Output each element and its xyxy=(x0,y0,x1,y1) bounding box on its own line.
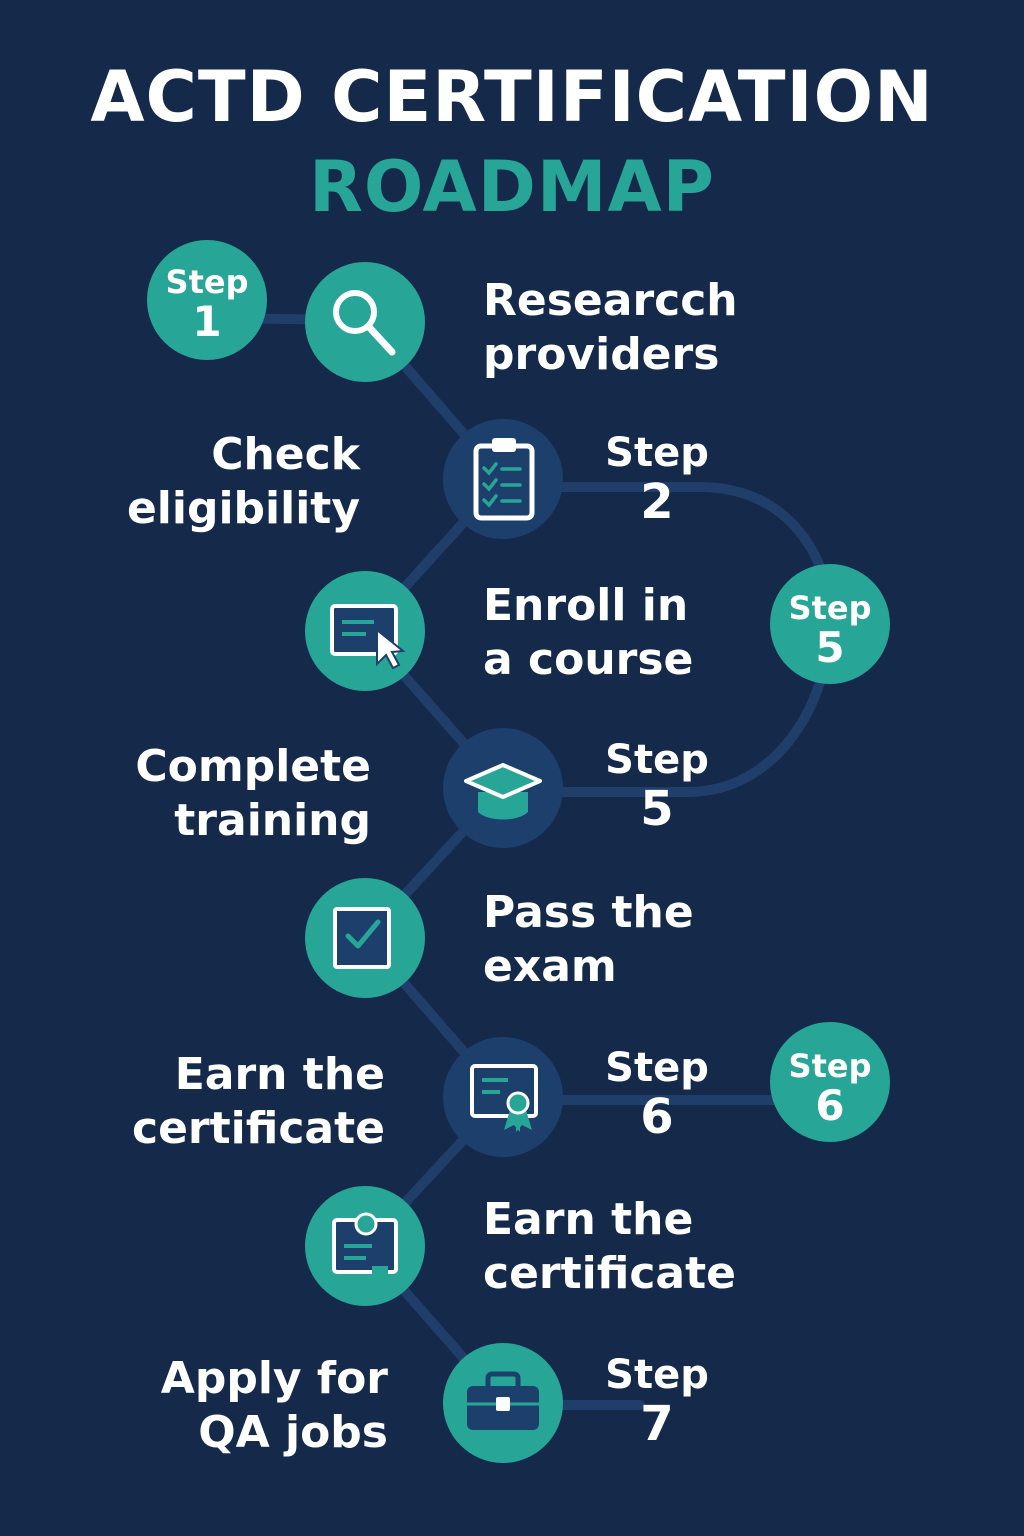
step-label-7-number: 7 xyxy=(640,1396,674,1452)
step-1-badge-text: Step 1 xyxy=(147,264,267,344)
label-pass-line-1: Pass the xyxy=(483,887,694,938)
step-5-badge xyxy=(770,564,890,684)
label-earn2-line-1: Earn the xyxy=(483,1194,694,1245)
label-research-providers: Researcch providers xyxy=(483,274,738,382)
step-6-badge xyxy=(770,1022,890,1142)
title-line-2: ROADMAP xyxy=(309,146,715,228)
label-pass-line-2: exam xyxy=(483,941,617,992)
label-apply-line-1: Apply for xyxy=(160,1353,388,1404)
step-label-5-word: Step xyxy=(605,737,709,783)
label-check-line-2: eligibility xyxy=(126,483,360,534)
label-research-line-2: providers xyxy=(483,329,720,380)
label-check-eligibility: Check eligibility xyxy=(80,428,360,536)
label-apply-qa-jobs: Apply for QA jobs xyxy=(80,1352,388,1460)
label-complete-training: Complete training xyxy=(80,740,371,848)
label-research-line-1: Researcch xyxy=(483,275,738,326)
label-enroll-line-1: Enroll in xyxy=(483,580,689,631)
label-complete-line-2: training xyxy=(174,795,371,846)
label-check-line-1: Check xyxy=(211,429,360,480)
step-label-7-word: Step xyxy=(605,1352,709,1398)
search-icon xyxy=(305,262,425,382)
step-6-badge-text: Step 6 xyxy=(770,1048,890,1128)
graduation-cap-icon xyxy=(443,728,563,848)
step-1-badge-number: 1 xyxy=(192,297,222,346)
label-complete-line-1: Complete xyxy=(135,741,371,792)
step-label-2: Step 2 xyxy=(597,430,717,528)
step-6-badge-word: Step xyxy=(788,1047,872,1085)
step-5-badge-number: 5 xyxy=(815,623,845,672)
label-enroll-course: Enroll in a course xyxy=(483,579,693,687)
label-earn1-line-2: certificate xyxy=(132,1103,385,1154)
step-label-6-word: Step xyxy=(605,1045,709,1091)
clipboard-checklist-icon xyxy=(443,419,563,539)
step-1-badge xyxy=(147,240,267,360)
step-label-2-word: Step xyxy=(605,430,709,476)
step-label-2-number: 2 xyxy=(640,474,674,530)
step-label-5-number: 5 xyxy=(640,781,674,837)
step-5-badge-word: Step xyxy=(788,589,872,627)
title-line-1: ACTD CERTIFICATION xyxy=(90,56,934,138)
label-earn1-line-1: Earn the xyxy=(174,1049,385,1100)
step-label-5: Step 5 xyxy=(597,737,717,835)
checkbox-icon xyxy=(305,878,425,998)
step-1-badge-word: Step xyxy=(165,263,249,301)
label-enroll-line-2: a course xyxy=(483,634,694,685)
label-earn-certificate-1: Earn the certificate xyxy=(80,1048,385,1156)
label-apply-line-2: QA jobs xyxy=(198,1407,388,1458)
certificate-ribbon-icon xyxy=(443,1037,563,1157)
step-5-badge-text: Step 5 xyxy=(770,590,890,670)
id-badge-icon xyxy=(305,1186,425,1306)
step-label-6: Step 6 xyxy=(597,1045,717,1143)
screen-cursor-icon xyxy=(305,571,425,691)
step-label-6-number: 6 xyxy=(640,1089,674,1145)
step-6-badge-number: 6 xyxy=(815,1081,845,1130)
label-earn2-line-2: certificate xyxy=(483,1248,736,1299)
label-pass-exam: Pass the exam xyxy=(483,886,694,994)
step-label-7: Step 7 xyxy=(597,1352,717,1450)
label-earn-certificate-2: Earn the certificate xyxy=(483,1193,736,1301)
briefcase-icon xyxy=(443,1343,563,1463)
